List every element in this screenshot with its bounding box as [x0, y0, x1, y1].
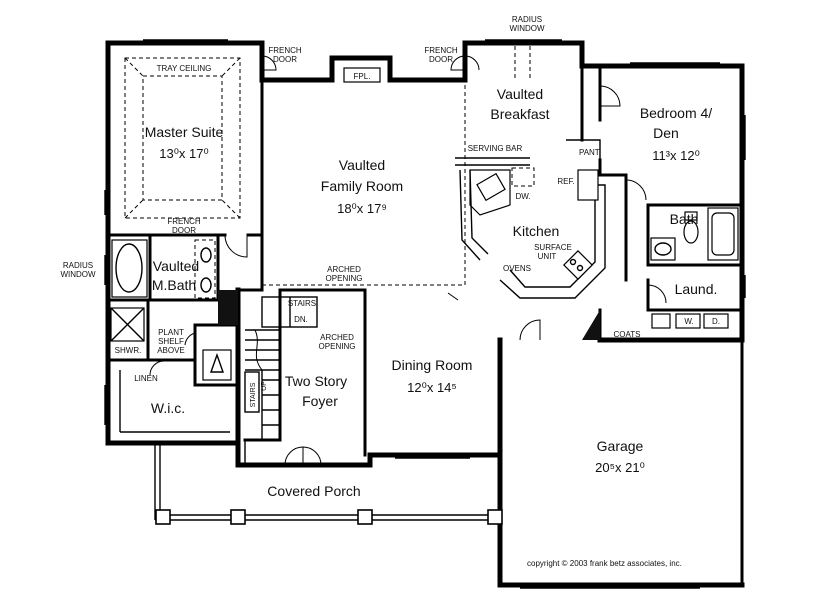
arched-opening-label-1b: OPENING	[326, 274, 363, 283]
family-room-label-1: Vaulted	[339, 157, 385, 173]
down-label: DN.	[294, 315, 308, 324]
up-label: UP	[261, 381, 268, 391]
windows	[104, 39, 746, 589]
dining-room-dims: 12⁰x 14⁵	[407, 380, 457, 395]
linen-label: LINEN	[134, 374, 158, 383]
master-bath-fixtures	[110, 239, 232, 381]
surface-unit-label-1: SURFACE	[534, 243, 572, 252]
breakfast-label-1: Vaulted	[497, 86, 543, 102]
wic-label: W.i.c.	[151, 400, 185, 416]
family-room-label-2: Family Room	[321, 178, 403, 194]
shower-label: SHWR.	[115, 346, 142, 355]
plant-shelf-label-2: SHELF	[158, 337, 184, 346]
stairs-label-up: STAIRS	[250, 382, 257, 407]
radius-window-label-1a: RADIUS	[512, 15, 542, 24]
pantry-label: PANT.	[579, 148, 601, 157]
bath-label: Bath	[670, 211, 699, 227]
plant-shelf-label-3: ABOVE	[157, 346, 185, 355]
radius-window-label-2b: WINDOW	[60, 270, 96, 279]
refrigerator-label: REF.	[557, 177, 574, 186]
french-door-label-1a: FRENCH	[268, 46, 302, 55]
stairs-label-down: STAIRS	[288, 299, 316, 308]
french-door-label-2b: DOOR	[429, 55, 453, 64]
surface-unit-label-2: UNIT	[538, 252, 557, 261]
master-bath-label-2: M.Bath	[152, 277, 196, 293]
fireplace-label: FPL.	[354, 72, 371, 81]
garage-dims: 20⁵x 21⁰	[595, 460, 645, 475]
french-door-label-3b: DOOR	[172, 226, 196, 235]
french-door-label-3a: FRENCH	[167, 217, 201, 226]
dishwasher-label: DW.	[515, 192, 530, 201]
master-suite-dims: 13⁰x 17⁰	[159, 146, 208, 161]
plant-shelf-label-1: PLANT	[158, 328, 184, 337]
room-labels: TRAY CEILING Master Suite 13⁰x 17⁰ FRENC…	[60, 15, 720, 568]
foyer-label-1: Two Story	[285, 373, 347, 389]
tray-ceiling-label: TRAY CEILING	[157, 64, 212, 73]
bedroom4-label-2: Den	[653, 125, 679, 141]
french-door-label-2a: FRENCH	[424, 46, 458, 55]
foyer-label-2: Foyer	[302, 393, 338, 409]
master-suite-label: Master Suite	[145, 124, 224, 140]
tray-ceiling	[124, 57, 241, 219]
kitchen-label: Kitchen	[513, 223, 560, 239]
doors	[149, 55, 667, 466]
serving-bar-label: SERVING BAR	[468, 144, 523, 153]
arched-opening-label-2b: OPENING	[319, 342, 356, 351]
structural-columns	[218, 290, 600, 340]
copyright-text: copyright © 2003 frank betz associates, …	[527, 559, 682, 568]
stairs	[244, 296, 318, 440]
ovens-label: OVENS	[503, 264, 531, 273]
master-bath-label-1: Vaulted	[153, 258, 199, 274]
washer-label: W.	[684, 317, 693, 326]
laundry-label: Laund.	[675, 281, 718, 297]
french-door-label-1b: DOOR	[273, 55, 297, 64]
fireplace	[343, 67, 381, 83]
dryer-label: D.	[712, 317, 720, 326]
bedroom4-label-1: Bedroom 4/	[640, 105, 712, 121]
bath-fixtures	[650, 207, 739, 329]
bedroom4-dims: 11³x 12⁰	[652, 148, 700, 163]
radius-window-label-2a: RADIUS	[63, 261, 93, 270]
family-room-dims: 18⁰x 17⁹	[337, 201, 387, 216]
exterior-walls	[105, 40, 745, 588]
arched-opening-label-2a: ARCHED	[320, 333, 354, 342]
arched-opening-label-1a: ARCHED	[327, 265, 361, 274]
covered-porch-label: Covered Porch	[267, 483, 360, 499]
garage-label: Garage	[597, 438, 644, 454]
kitchen-counters	[455, 157, 606, 299]
covered-porch	[154, 442, 503, 525]
radius-window-label-1b: WINDOW	[509, 24, 545, 33]
breakfast-label-2: Breakfast	[490, 106, 549, 122]
dining-room-label: Dining Room	[392, 357, 473, 373]
coats-label: COATS	[614, 330, 641, 339]
